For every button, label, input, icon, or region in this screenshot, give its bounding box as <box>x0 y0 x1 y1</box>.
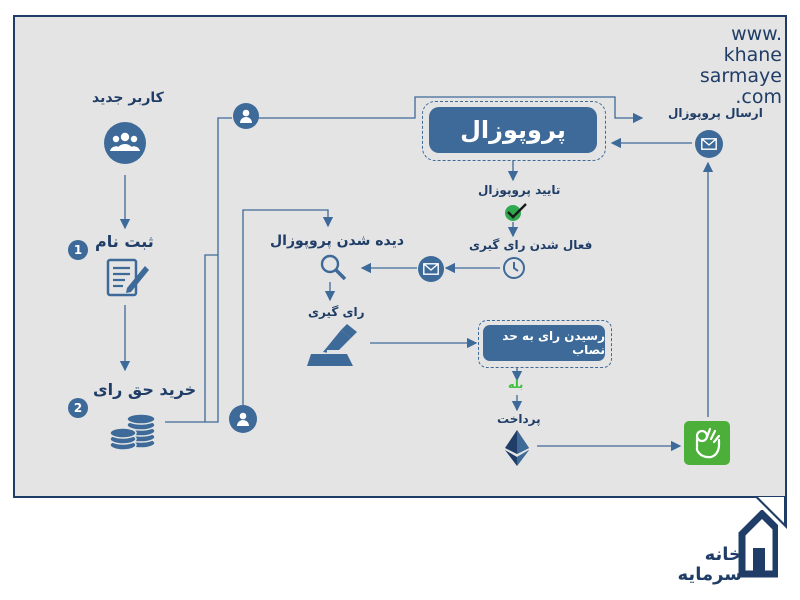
quorum-box-outline <box>478 320 612 368</box>
logo-line-2: سرمایه <box>677 564 742 585</box>
khane-sarmaye-logo-text: خانه سرمایه <box>652 545 742 585</box>
mail-icon-send <box>695 130 723 158</box>
view-proposal-label: دیده شدن پروپوزال <box>270 233 405 249</box>
form-edit-icon <box>105 258 151 298</box>
timer-icon <box>502 256 526 280</box>
register-label: ثبت نام <box>95 232 154 251</box>
ok-hand-box <box>684 421 730 465</box>
logo-line-1: خانه <box>704 544 742 565</box>
vote-label: رای گیری <box>308 305 365 319</box>
step-badge-2: 2 <box>68 398 88 418</box>
step-badge-1: 1 <box>68 240 88 260</box>
send-proposal-label: ارسال پروپوزال <box>668 106 763 120</box>
proposal-box: پروپوزال <box>429 107 597 153</box>
coins-icon <box>108 405 158 453</box>
yes-label: بله <box>508 378 524 391</box>
new-user-label: کاربر جدید <box>92 90 164 106</box>
ok-hand-icon <box>695 427 721 459</box>
user-icon-top <box>233 103 259 129</box>
activate-voting-label: فعال شدن رای گیری <box>469 238 593 252</box>
quorum-box: رسیدن رای به حد نصاب <box>483 325 605 361</box>
check-icon <box>504 202 527 222</box>
website-line-1: www. <box>731 23 782 45</box>
website-line-2: khane <box>723 44 782 66</box>
user-icon-bottom <box>229 405 257 433</box>
approve-proposal-label: تایید پروپوزال <box>478 183 561 197</box>
website-url: www. khane sarmaye .com <box>690 24 782 108</box>
buy-vote-label: خرید حق رای <box>93 380 197 399</box>
website-line-3: sarmaye <box>699 65 782 87</box>
mail-icon-notify <box>418 256 444 282</box>
users-group-icon <box>104 122 146 164</box>
website-line-4: .com <box>735 86 782 108</box>
payment-label: پرداخت <box>497 412 541 426</box>
ethereum-icon <box>505 430 529 466</box>
proposal-box-outline <box>422 101 606 161</box>
khane-sarmaye-logo-mark <box>738 509 780 586</box>
magnifier-icon <box>318 252 348 282</box>
ballot-vote-icon <box>307 322 363 368</box>
